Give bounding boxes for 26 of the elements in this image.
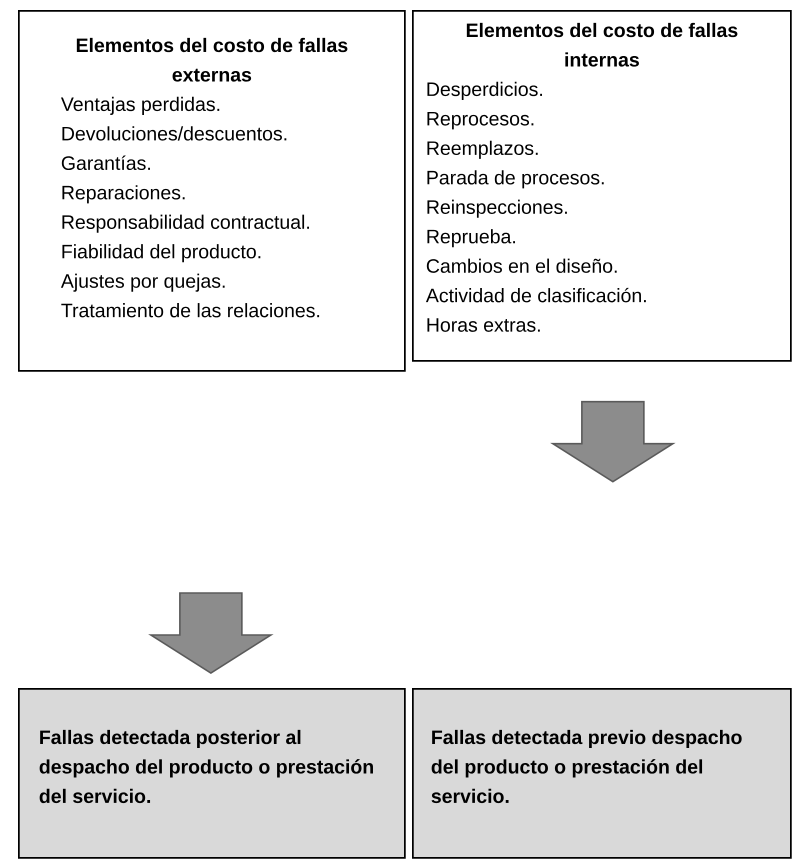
list-item: Cambios en el diseño.	[426, 258, 617, 273]
list-item: Garantías.	[62, 156, 150, 170]
list-item: Reinspecciones.	[427, 200, 567, 218]
heading: Elementos del costo de fallas internas	[466, 22, 738, 67]
list-item: Reemplazos.	[427, 140, 538, 159]
list-item: Actividad de clasificación.	[426, 288, 646, 302]
result-box	[18, 688, 406, 859]
list-item: Tratamiento de las relaciones.	[61, 303, 320, 318]
list-item: Parada de procesos.	[427, 170, 604, 188]
list-item: Ventajas perdidas.	[60, 96, 220, 115]
category-box	[18, 10, 406, 372]
result-box	[412, 688, 792, 859]
block-arrow	[148, 592, 274, 674]
list-item: Fiabilidad del producto.	[62, 244, 260, 262]
list-item: Reparaciones.	[62, 185, 185, 204]
list-item: Devoluciones/descuentos.	[62, 126, 286, 141]
list-item: Ajustes por quejas.	[60, 274, 225, 292]
list-item: Desperdicios.	[427, 82, 542, 100]
list-item: Reprocesos.	[427, 112, 534, 130]
box-text: Fallas detectada posterior al despacho del producto o prestación del servicio.	[40, 730, 373, 804]
list-item: Reprueba.	[427, 229, 515, 248]
list-item: Horas extras.	[427, 318, 540, 332]
box-text: Fallas detectada previo despacho del producto o prestación del servicio.	[432, 730, 742, 804]
list-item: Responsabilidad contractual.	[62, 214, 309, 233]
heading: Elementos del costo de fallas externas	[76, 38, 348, 82]
category-box	[412, 10, 792, 362]
